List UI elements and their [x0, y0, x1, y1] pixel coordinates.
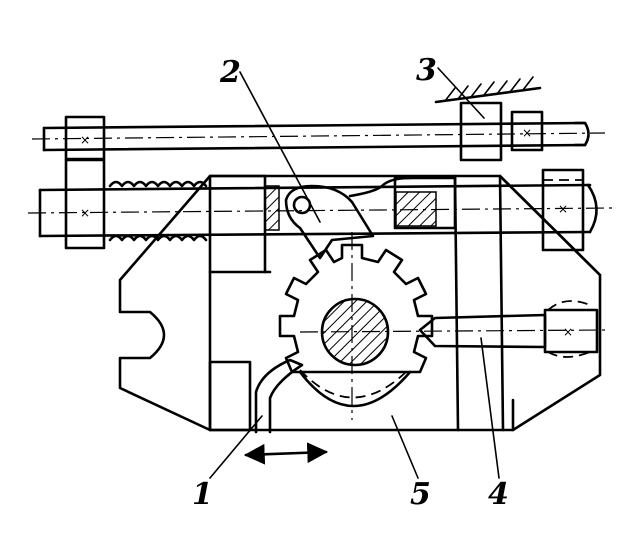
- label-3: 3: [416, 53, 437, 88]
- plunger-pin: ×: [299, 300, 611, 358]
- label-5: 5: [410, 477, 431, 512]
- main-body: [118, 174, 602, 432]
- svg-text:×: ×: [558, 202, 568, 216]
- svg-text:×: ×: [522, 126, 532, 140]
- motion-arrow: [243, 442, 329, 465]
- svg-text:×: ×: [80, 133, 90, 147]
- pawl-lever: [284, 184, 375, 260]
- leader-lines: [209, 67, 500, 479]
- slide-block: [393, 176, 457, 230]
- right-collar-lower: ×: [541, 168, 585, 252]
- svg-text:×: ×: [80, 206, 90, 220]
- lower-guide-rod: [27, 183, 613, 238]
- support-block: ×: [459, 101, 544, 162]
- left-collar-lower: ×: [64, 158, 106, 250]
- leaf-spring: [348, 176, 412, 198]
- label-2: 2: [219, 55, 241, 90]
- upper-guide-rod: [31, 121, 606, 152]
- label-1: 1: [192, 477, 213, 512]
- lower-pawl: [254, 358, 304, 434]
- svg-text:×: ×: [563, 325, 573, 339]
- fixed-support: [434, 76, 542, 104]
- label-4: 4: [488, 477, 509, 512]
- spring: [108, 180, 208, 242]
